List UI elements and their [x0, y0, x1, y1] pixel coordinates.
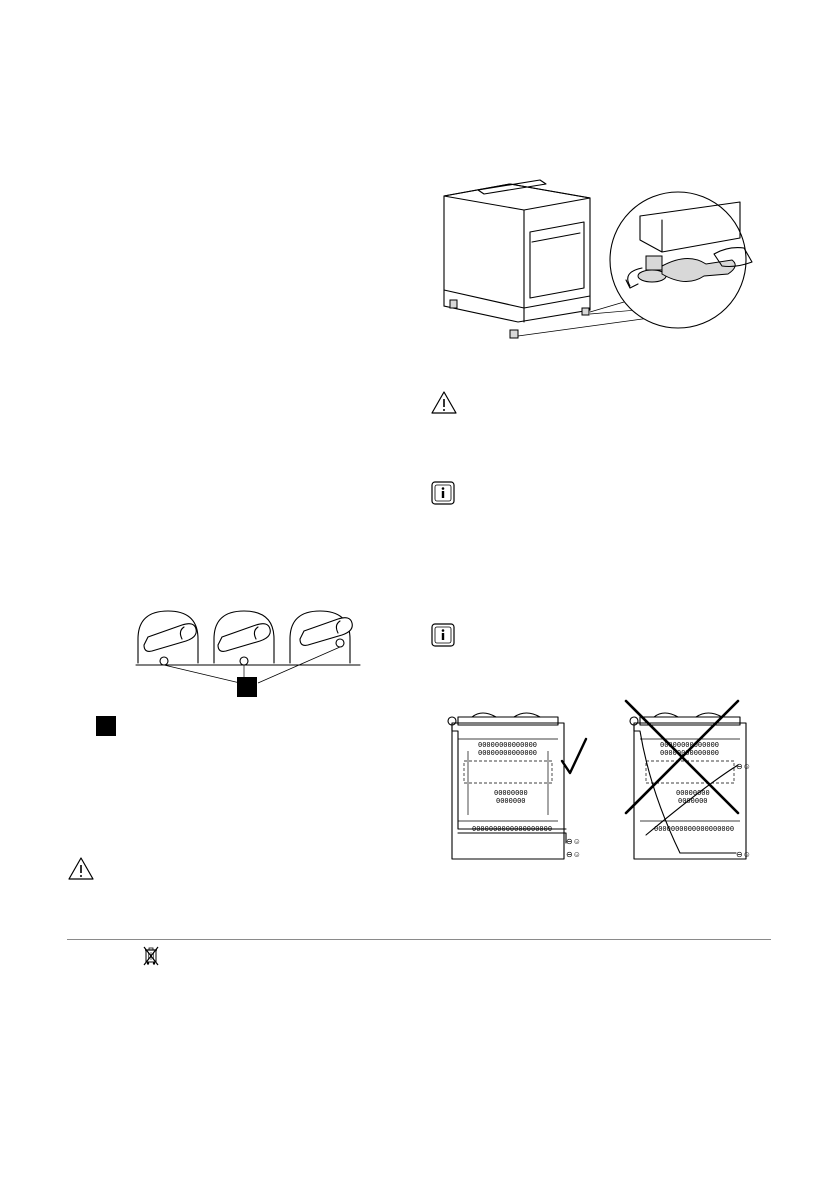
info-icon [431, 481, 455, 505]
control-knob [137, 610, 199, 666]
magnified-foot-detail [609, 191, 753, 329]
svg-text:00000000000000: 00000000000000 [660, 749, 719, 757]
cross-mark-icon [624, 699, 740, 815]
knob-marker-figure [128, 605, 368, 700]
check-mark-icon [560, 737, 588, 775]
svg-text:⊖☺: ⊖☺ [736, 850, 751, 859]
svg-text:0000000: 0000000 [496, 797, 526, 805]
control-knob [213, 610, 275, 666]
svg-text:00000000: 00000000 [494, 789, 528, 797]
svg-text:⊖☺: ⊖☺ [566, 850, 581, 859]
marker-square [96, 716, 116, 736]
svg-text:⊖☺: ⊖☺ [736, 762, 751, 771]
svg-text:0000000000000000000: 0000000000000000000 [654, 825, 734, 833]
incorrect-cable-routing: 00000000000000 00000000000000 00000000 0… [624, 699, 751, 860]
svg-text:0000000: 0000000 [678, 797, 708, 805]
svg-text:00000000000000: 00000000000000 [660, 741, 719, 749]
control-knob [289, 610, 353, 664]
section-divider [67, 939, 771, 940]
svg-text:⊖☺: ⊖☺ [566, 837, 581, 846]
warning-triangle-icon [430, 390, 458, 416]
oven-levelling-figure [430, 179, 760, 350]
crossed-out-wheelie-bin-icon [143, 946, 159, 966]
correct-cable-routing: 00000000000000 00000000000000 00000000 0… [447, 712, 588, 860]
marker-square [237, 677, 257, 697]
info-icon [431, 623, 455, 647]
svg-text:00000000000000: 00000000000000 [478, 741, 537, 749]
svg-text:00000000: 00000000 [676, 789, 710, 797]
cooker-illustration [443, 179, 665, 339]
cable-routing-figure: 00000000000000 00000000000000 00000000 0… [438, 695, 758, 865]
svg-text:00000000000000: 00000000000000 [478, 749, 537, 757]
warning-triangle-icon [67, 856, 95, 882]
